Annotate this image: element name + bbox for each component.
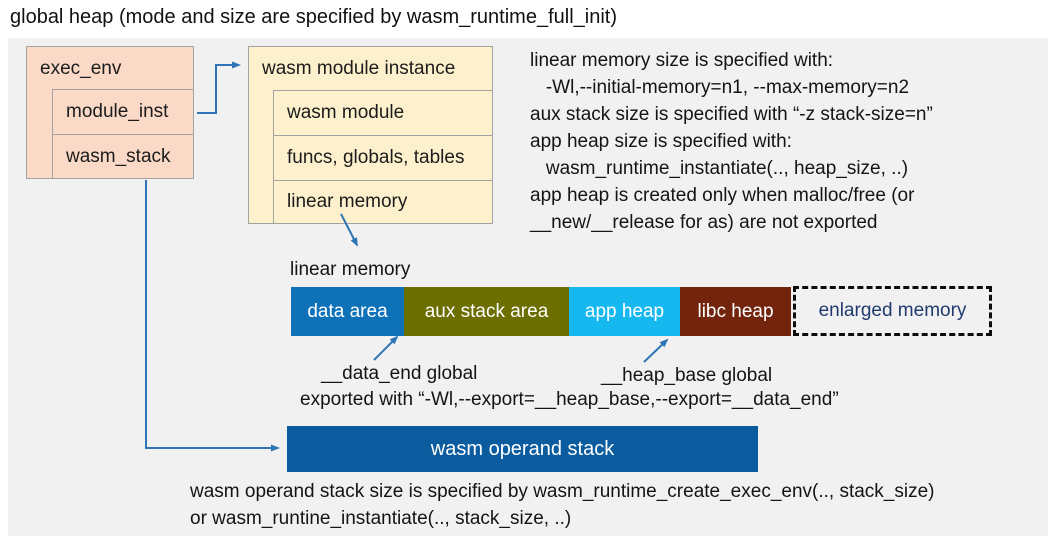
exec-env-label: exec_env	[40, 57, 122, 79]
operand-stack-note-line2: or wasm_runtine_instantiate(.., stack_si…	[190, 508, 572, 529]
operand-stack-note-line1: wasm operand stack size is specified by …	[190, 481, 935, 502]
module-instance-field-wasm-module: wasm module	[273, 90, 493, 136]
exec-env-field-module-inst: module_inst	[52, 89, 194, 135]
note-line: __new/__release for as) are not exported	[530, 212, 878, 233]
linear-memory-label: linear memory	[290, 259, 411, 280]
module-instance-label: wasm module instance	[262, 57, 456, 79]
note-line: wasm_runtime_instantiate(.., heap_size, …	[530, 158, 909, 179]
module-instance-field-linear-memory: linear memory	[273, 180, 493, 224]
data-end-global-label: __data_end global	[321, 363, 478, 384]
note-line: linear memory size is specified with:	[530, 50, 834, 71]
segment-aux-stack-area: aux stack area	[404, 287, 569, 336]
note-line: app heap size is specified with:	[530, 131, 792, 152]
note-line: app heap is created only when malloc/fre…	[530, 185, 915, 206]
note-line: -Wl,--initial-memory=n1, --max-memory=n2	[530, 77, 910, 98]
heap-base-global-label: __heap_base global	[601, 365, 773, 386]
exec-env-field-wasm-stack: wasm_stack	[52, 134, 194, 179]
segment-app-heap: app heap	[569, 287, 680, 336]
wasm-operand-stack-bar: wasm operand stack	[287, 426, 758, 472]
memory-size-notes: linear memory size is specified with: -W…	[530, 47, 1045, 236]
note-line: aux stack size is specified with “-z sta…	[530, 104, 933, 125]
module-instance-field-funcs-globals-tables: funcs, globals, tables	[273, 135, 493, 181]
diagram-title: global heap (mode and size are specified…	[10, 6, 617, 28]
segment-data-area: data area	[291, 287, 404, 336]
segment-enlarged-memory: enlarged memory	[793, 286, 992, 336]
segment-libc-heap: libc heap	[680, 287, 791, 336]
export-note: exported with “-Wl,--export=__heap_base,…	[300, 389, 839, 410]
